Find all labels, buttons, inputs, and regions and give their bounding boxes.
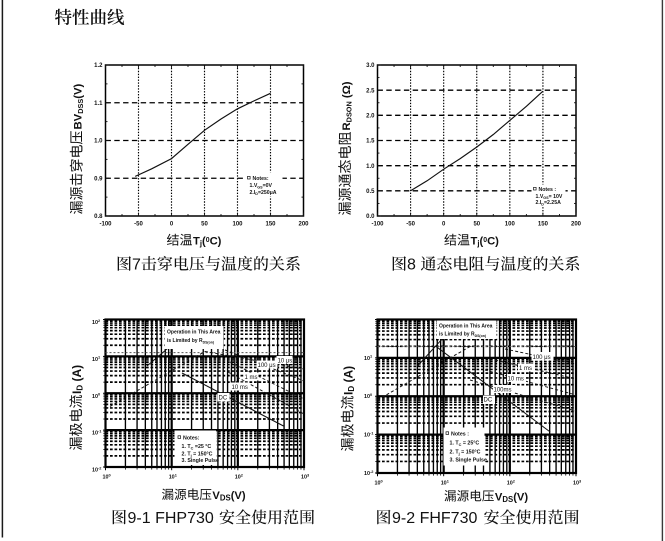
svg-text:100ms: 100ms	[494, 387, 512, 393]
svg-text:10-2: 10-2	[364, 469, 374, 477]
svg-text:150: 150	[538, 222, 549, 228]
svg-text:1 ms: 1 ms	[245, 375, 258, 381]
svg-text:3.0: 3.0	[366, 63, 375, 69]
svg-text:RDSON (Ω): RDSON (Ω)	[341, 81, 354, 130]
svg-text:-100: -100	[99, 222, 112, 228]
svg-text:ID (A): ID (A)	[342, 366, 357, 395]
svg-text:Operation in This Area: Operation in This Area	[167, 330, 221, 336]
svg-text:0.8: 0.8	[94, 214, 103, 220]
svg-text:Tj(0C): Tj(0C)	[471, 236, 500, 249]
svg-text:1. TC = 25°C: 1. TC = 25°C	[450, 441, 480, 447]
svg-text:9-2 FHF730: 9-2 FHF730	[392, 510, 477, 527]
svg-text:BVDSS(V): BVDSS(V)	[73, 83, 86, 129]
svg-text:Notes:: Notes:	[183, 436, 200, 442]
svg-text:DC: DC	[484, 397, 493, 403]
svg-text:0: 0	[442, 222, 446, 228]
svg-text:100: 100	[103, 472, 111, 480]
svg-text:100 μs: 100 μs	[533, 355, 551, 361]
svg-text:101: 101	[169, 472, 178, 480]
svg-text:ID (A): ID (A)	[70, 365, 85, 394]
svg-text:2. Tj = 150°C: 2. Tj = 150°C	[450, 450, 481, 456]
svg-text:10-1: 10-1	[364, 430, 374, 438]
svg-text:-50: -50	[134, 222, 143, 228]
svg-text:1.5: 1.5	[366, 139, 375, 145]
svg-text:102: 102	[92, 318, 101, 326]
svg-text:Operation in This Area: Operation in This Area	[439, 324, 493, 330]
svg-text:Notes :: Notes :	[539, 187, 557, 193]
svg-text:10 ms: 10 ms	[232, 385, 248, 391]
svg-text:0.9: 0.9	[94, 176, 103, 182]
svg-text:is Limited by RDS(on): is Limited by RDS(on)	[167, 338, 214, 345]
svg-text:50: 50	[201, 222, 208, 228]
svg-text:10 ms: 10 ms	[508, 377, 524, 383]
svg-text:200: 200	[298, 222, 309, 228]
svg-text:0.0: 0.0	[366, 214, 375, 220]
svg-text:-100: -100	[371, 222, 384, 228]
svg-text:100: 100	[232, 222, 243, 228]
svg-text:2.5: 2.5	[366, 88, 375, 94]
svg-text:1.2: 1.2	[94, 63, 103, 69]
svg-text:101: 101	[92, 355, 101, 363]
svg-text:100 μs: 100 μs	[258, 363, 276, 369]
svg-text:100: 100	[364, 392, 372, 400]
svg-text:DC: DC	[219, 395, 228, 401]
svg-text:3. Single Pulse: 3. Single Pulse	[450, 458, 487, 464]
svg-text:3. Single Pulse: 3. Single Pulse	[182, 458, 219, 464]
svg-text:101: 101	[364, 354, 373, 362]
svg-text:50: 50	[473, 222, 480, 228]
svg-text:1. TC =25 °C: 1. TC =25 °C	[182, 444, 212, 450]
svg-text:VDS(V): VDS(V)	[495, 492, 529, 505]
svg-text:1.VGS=0V: 1.VGS=0V	[250, 183, 273, 189]
svg-text:0: 0	[170, 222, 174, 228]
svg-text:8: 8	[407, 257, 416, 274]
svg-text:-50: -50	[406, 222, 415, 228]
svg-text:Notes :: Notes :	[451, 432, 469, 438]
svg-text:200: 200	[571, 222, 582, 228]
svg-text:10-1: 10-1	[92, 428, 102, 436]
svg-text:2.ID=250μA: 2.ID=250μA	[250, 190, 277, 196]
svg-text:100: 100	[92, 392, 100, 400]
svg-text:1.1: 1.1	[94, 101, 103, 107]
svg-text:is Limited by RDS(on): is Limited by RDS(on)	[439, 332, 486, 339]
svg-text:150: 150	[265, 222, 276, 228]
svg-text:VDS(V): VDS(V)	[212, 490, 246, 503]
svg-text:10 μs: 10 μs	[278, 359, 293, 365]
svg-text:7: 7	[132, 257, 141, 274]
svg-text:10-2: 10-2	[92, 465, 102, 473]
svg-text:100: 100	[505, 222, 516, 228]
svg-text:1 ms: 1 ms	[519, 366, 532, 372]
svg-text:2.ID=2.25A: 2.ID=2.25A	[536, 200, 562, 206]
svg-text:0.5: 0.5	[366, 189, 375, 195]
svg-text:1.VGS= 10V: 1.VGS= 10V	[536, 194, 563, 200]
svg-text:100: 100	[375, 478, 383, 486]
svg-text:2.0: 2.0	[366, 114, 375, 120]
svg-text:1.0: 1.0	[94, 139, 103, 145]
svg-text:103: 103	[301, 472, 310, 480]
svg-text:1.0: 1.0	[366, 164, 375, 170]
svg-text:9-1 FHP730: 9-1 FHP730	[128, 510, 214, 527]
svg-text:101: 101	[441, 478, 450, 486]
svg-text:Tj(0C): Tj(0C)	[193, 236, 222, 249]
svg-text:Notes:: Notes:	[253, 176, 269, 182]
svg-text:102: 102	[507, 478, 516, 486]
svg-text:102: 102	[235, 472, 244, 480]
svg-text:2. Tj = 150°C: 2. Tj = 150°C	[182, 452, 213, 458]
svg-text:103: 103	[573, 478, 582, 486]
